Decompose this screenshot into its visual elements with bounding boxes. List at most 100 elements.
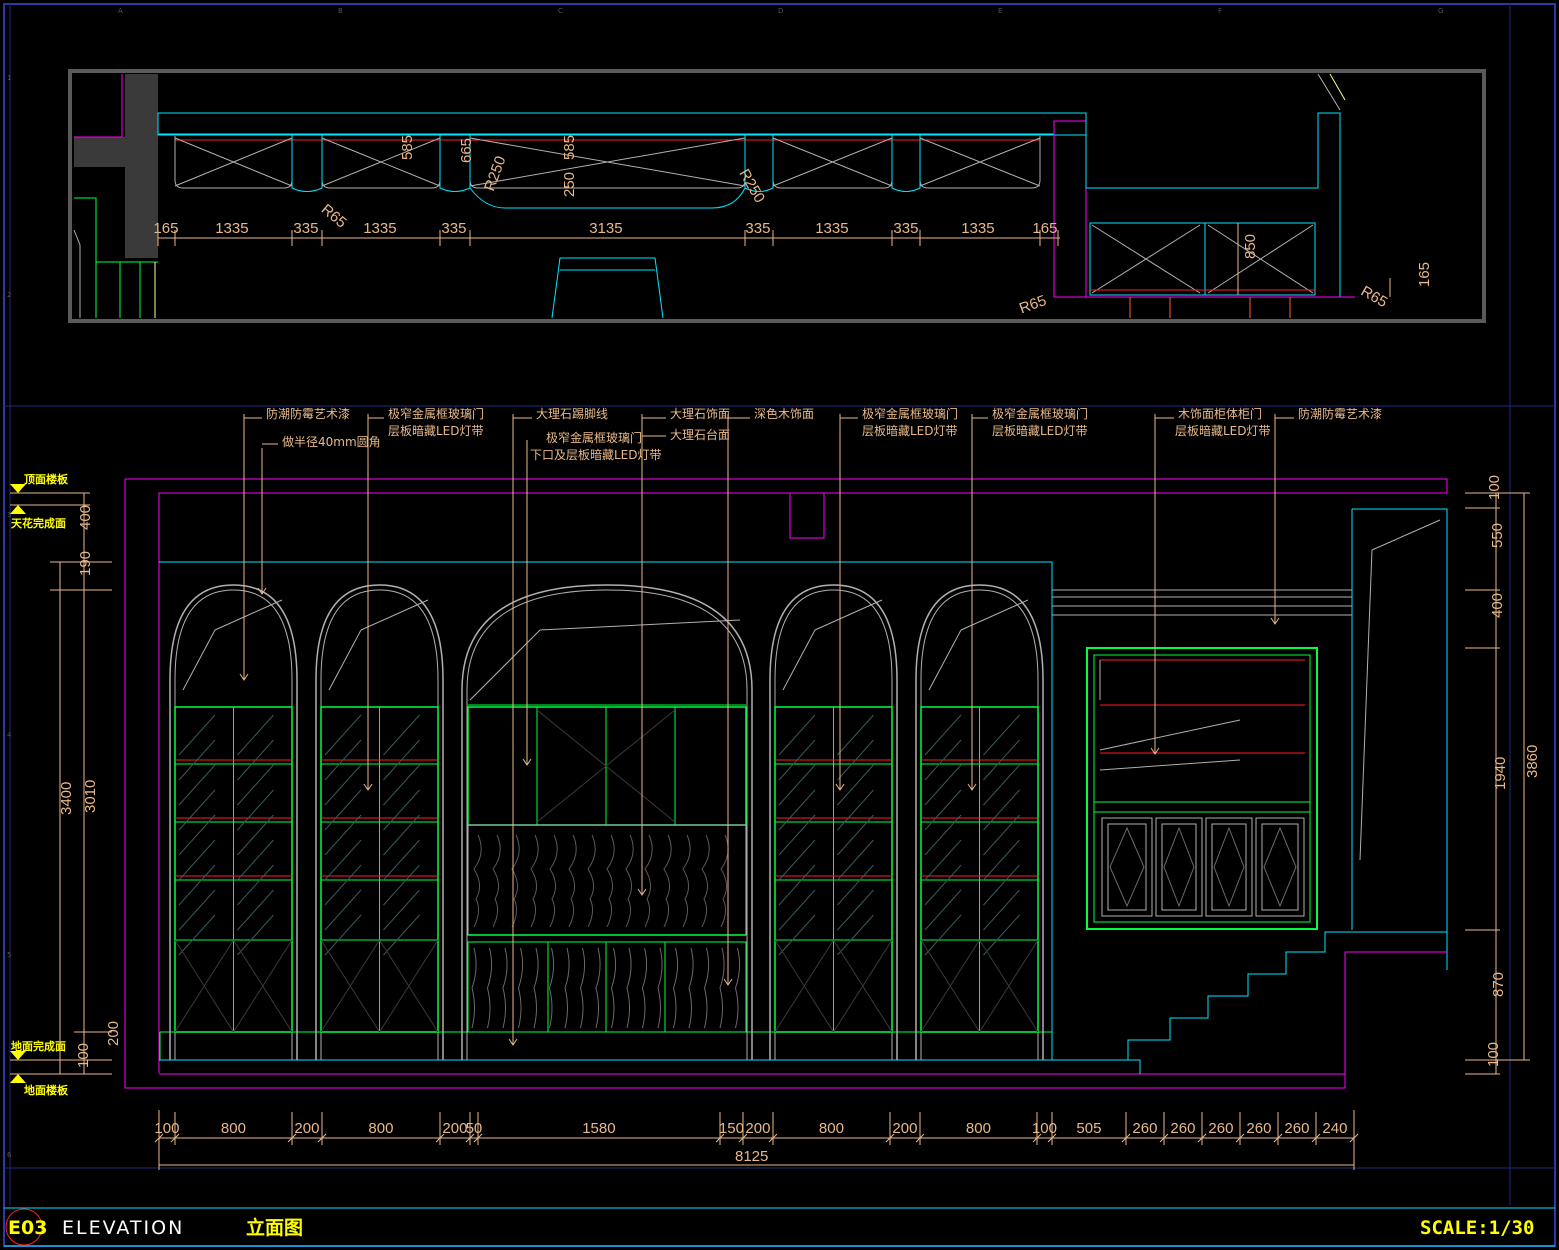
dim-label: 800 — [368, 1120, 393, 1137]
leader-arrow — [508, 1038, 518, 1046]
plan-width-label: 165 — [1032, 220, 1057, 237]
arch-outline — [769, 584, 898, 1060]
radius-label: R250 — [481, 154, 509, 194]
grid-mark: 2 — [7, 291, 11, 299]
dim-label: 240 — [1322, 1120, 1347, 1137]
dim-label: 800 — [221, 1120, 246, 1137]
leader-arrow — [723, 978, 733, 986]
leader-arrow — [363, 783, 373, 791]
annotation-label: 层板暗藏LED灯带 — [388, 423, 484, 438]
right-dimensions: 100 550 400 1940 870 100 3860 — [1465, 475, 1541, 1075]
annotation-label: 大理石饰面 — [670, 407, 730, 421]
depth-label: 585 — [561, 135, 578, 160]
level-floor-finish: 地面完成面 — [11, 1039, 66, 1053]
plan-pilaster — [744, 134, 774, 192]
dim-label: 100 — [154, 1120, 179, 1137]
dim-label: 100 — [1486, 475, 1503, 500]
dim-label: 400 — [1489, 593, 1506, 618]
arched-cabinets — [169, 584, 1044, 1060]
leader-arrow — [257, 587, 267, 595]
dim-label: 400 — [77, 505, 94, 530]
dim-label: 200 — [105, 1021, 122, 1046]
grid-mark: F — [1218, 7, 1222, 15]
depth-label: 665 — [458, 138, 475, 163]
dim-label: 100 — [1032, 1120, 1057, 1137]
dim-label: 190 — [77, 551, 94, 576]
grid-mark: 5 — [7, 951, 11, 959]
wood-door — [1205, 817, 1253, 917]
sheet-title-cn: 立面图 — [246, 1216, 303, 1239]
plan-width-label: 1335 — [215, 220, 248, 237]
dim-label: 200 — [294, 1120, 319, 1137]
radius-label: R65 — [1358, 283, 1390, 311]
annotation-label: 大理石台面 — [670, 427, 730, 442]
annotation-label: 深色木饰面 — [754, 407, 814, 421]
grid-mark: 6 — [7, 1151, 12, 1159]
depth-label: 585 — [399, 135, 416, 160]
dim-label: 3400 — [58, 782, 75, 815]
plan-center-curve — [469, 187, 746, 209]
wood-door — [1101, 817, 1153, 917]
grid-mark: 4 — [7, 731, 12, 739]
dim-label: 1940 — [1492, 757, 1509, 790]
arch-outline — [169, 584, 298, 1060]
grid-mark: A — [118, 7, 123, 15]
wood-door — [1155, 817, 1203, 917]
dim-label: 8125 — [735, 1148, 768, 1165]
annotation-label: 做半径40mm圆角 — [282, 434, 381, 449]
grid-marks: A B C D E F G 1 2 3 4 5 6 — [7, 7, 1443, 1159]
depth-label: 250 — [561, 172, 578, 197]
grid-mark: D — [778, 7, 783, 15]
arch-inner — [320, 589, 439, 1060]
level-ceiling: 天花完成面 — [11, 516, 66, 530]
plan-pilaster — [291, 134, 323, 192]
plan-width-label: 3135 — [589, 220, 622, 237]
level-markers: 顶面楼板 天花完成面 地面完成面 地面楼板 — [10, 472, 90, 1097]
leader-arrow — [239, 673, 249, 681]
dim-label: 505 — [1076, 1120, 1101, 1137]
annotation-label: 大理石踢脚线 — [536, 406, 608, 421]
left-dimensions: 400 190 3400 3010 200 100 — [50, 493, 122, 1075]
elevation-view — [124, 478, 1448, 1089]
plan-width-label: 165 — [153, 220, 178, 237]
dim-label: 100 — [1485, 1042, 1502, 1067]
dim-label: 50 — [466, 1120, 483, 1137]
wood-door — [1255, 817, 1305, 917]
leader-arrow — [835, 783, 845, 791]
level-floor-slab: 地面楼板 — [24, 1083, 69, 1097]
arch-inner — [174, 589, 293, 1060]
plan-pilaster — [439, 134, 471, 192]
dim-label: 260 — [1284, 1120, 1309, 1137]
dim-label: 3860 — [1524, 745, 1541, 778]
plan-width-label: 335 — [441, 220, 466, 237]
plan-width-label: 335 — [893, 220, 918, 237]
radius-label: R65 — [318, 201, 350, 232]
dim-label: 870 — [1490, 972, 1507, 997]
dim-label: 260 — [1170, 1120, 1195, 1137]
dim-label: 200 — [745, 1120, 770, 1137]
radius-label: R65 — [1017, 292, 1049, 317]
dim-label: 260 — [1246, 1120, 1271, 1137]
level-top-slab: 顶面楼板 — [24, 472, 69, 486]
arch-outline — [461, 584, 753, 1060]
dim-label: 260 — [1208, 1120, 1233, 1137]
annotation-label: 防潮防霉艺术漆 — [266, 406, 350, 421]
plan-width-label: 1335 — [363, 220, 396, 237]
arch-inner — [774, 589, 893, 1060]
annotation-label: 木饰面柜体柜门 — [1178, 406, 1262, 421]
radius-label: R250 — [735, 166, 768, 206]
dim-label: 260 — [1132, 1120, 1157, 1137]
leader-arrow — [1270, 617, 1280, 625]
annotation-label: 层板暗藏LED灯带 — [1175, 423, 1271, 438]
plan-width-label: 1335 — [961, 220, 994, 237]
grid-mark: 3 — [7, 511, 11, 519]
grid-mark: G — [1438, 7, 1443, 15]
dim-label: 800 — [819, 1120, 844, 1137]
dim-label: 800 — [966, 1120, 991, 1137]
annotation-label: 极窄金属框玻璃门 — [992, 406, 1088, 421]
dim-label: 1580 — [582, 1120, 615, 1137]
leader-arrow — [1150, 747, 1160, 755]
dim-label: 200 — [892, 1120, 917, 1137]
arch-outline — [915, 584, 1044, 1060]
